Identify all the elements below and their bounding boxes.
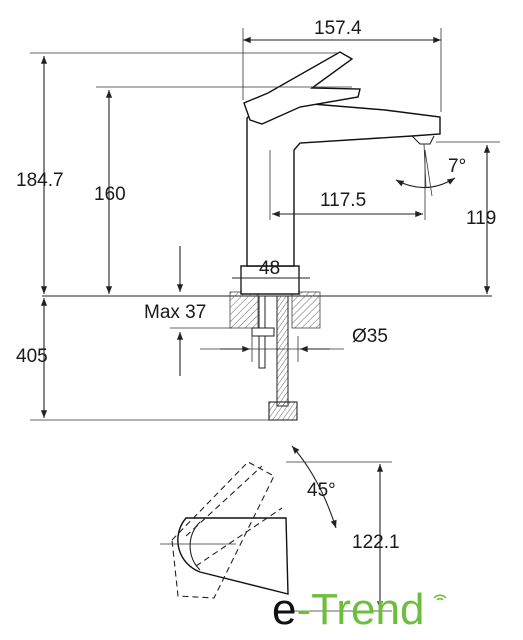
flexible-hose	[276, 295, 289, 407]
svg-text:e-Trend: e-Trend	[272, 585, 424, 634]
faucet-side-view	[42, 51, 492, 421]
brand-logo-name: -Trend	[296, 585, 424, 634]
dimension-labels: 157.4 184.7 160 117.5 119 7° 48 Max 37 4…	[16, 18, 496, 553]
brand-logo: e-Trend	[272, 585, 447, 634]
faucet-body	[246, 102, 441, 267]
top-view-lever-rotated	[171, 461, 275, 599]
label-overall-height: 184.7	[16, 170, 64, 191]
label-spout-height: 119	[466, 208, 496, 229]
label-max-deck: Max 37	[144, 302, 206, 323]
label-lever-rotation: 45°	[307, 480, 336, 501]
faucet-top-view	[160, 445, 392, 612]
dim-arc-lever-rotation	[291, 445, 337, 529]
dim-arc-spout-angle	[395, 177, 456, 189]
deck-section-right	[291, 291, 321, 329]
wifi-icon	[433, 594, 447, 601]
label-lever-length: 122.1	[352, 532, 400, 553]
label-overall-width: 157.4	[314, 18, 362, 39]
top-view-body	[177, 517, 289, 595]
label-base-diameter: 48	[259, 258, 280, 279]
dimension-lines	[30, 28, 500, 421]
label-hole-diameter: Ø35	[352, 326, 388, 347]
brand-logo-prefix: e	[272, 585, 296, 634]
lever-handle	[243, 51, 361, 125]
label-hose-length: 405	[16, 346, 48, 367]
deck-section-left	[229, 291, 259, 329]
label-spout-reach: 117.5	[320, 190, 366, 211]
hose-nut	[268, 401, 298, 421]
spout-outlet	[411, 135, 435, 145]
fixing-nut	[251, 327, 275, 337]
label-lever-height: 160	[94, 184, 126, 205]
label-spout-angle: 7°	[448, 156, 466, 177]
